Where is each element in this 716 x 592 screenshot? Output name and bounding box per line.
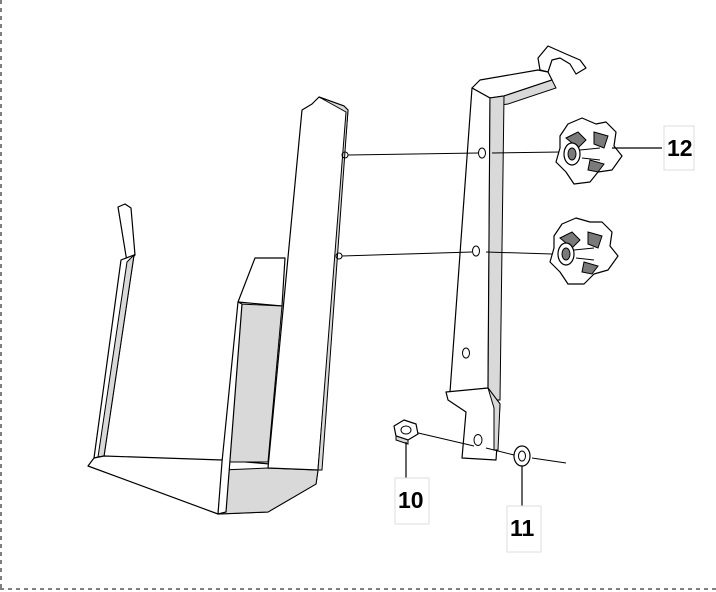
callout-label-nut: 10	[398, 487, 424, 513]
callout-label-washer: 11	[510, 515, 535, 541]
callout-11: 11	[506, 505, 542, 553]
flat-washer	[513, 445, 531, 467]
star-knob-upper	[555, 117, 623, 185]
callout-10: 10	[394, 477, 430, 525]
callout-12: 12	[663, 125, 695, 171]
callout-label-knob: 12	[667, 135, 693, 161]
callout-leaders	[405, 147, 662, 506]
hex-nut	[393, 419, 419, 445]
holder-cradle	[87, 96, 349, 515]
star-knob-lower	[549, 217, 619, 285]
mounting-bracket	[445, 45, 587, 461]
assembly-axes	[341, 151, 567, 464]
